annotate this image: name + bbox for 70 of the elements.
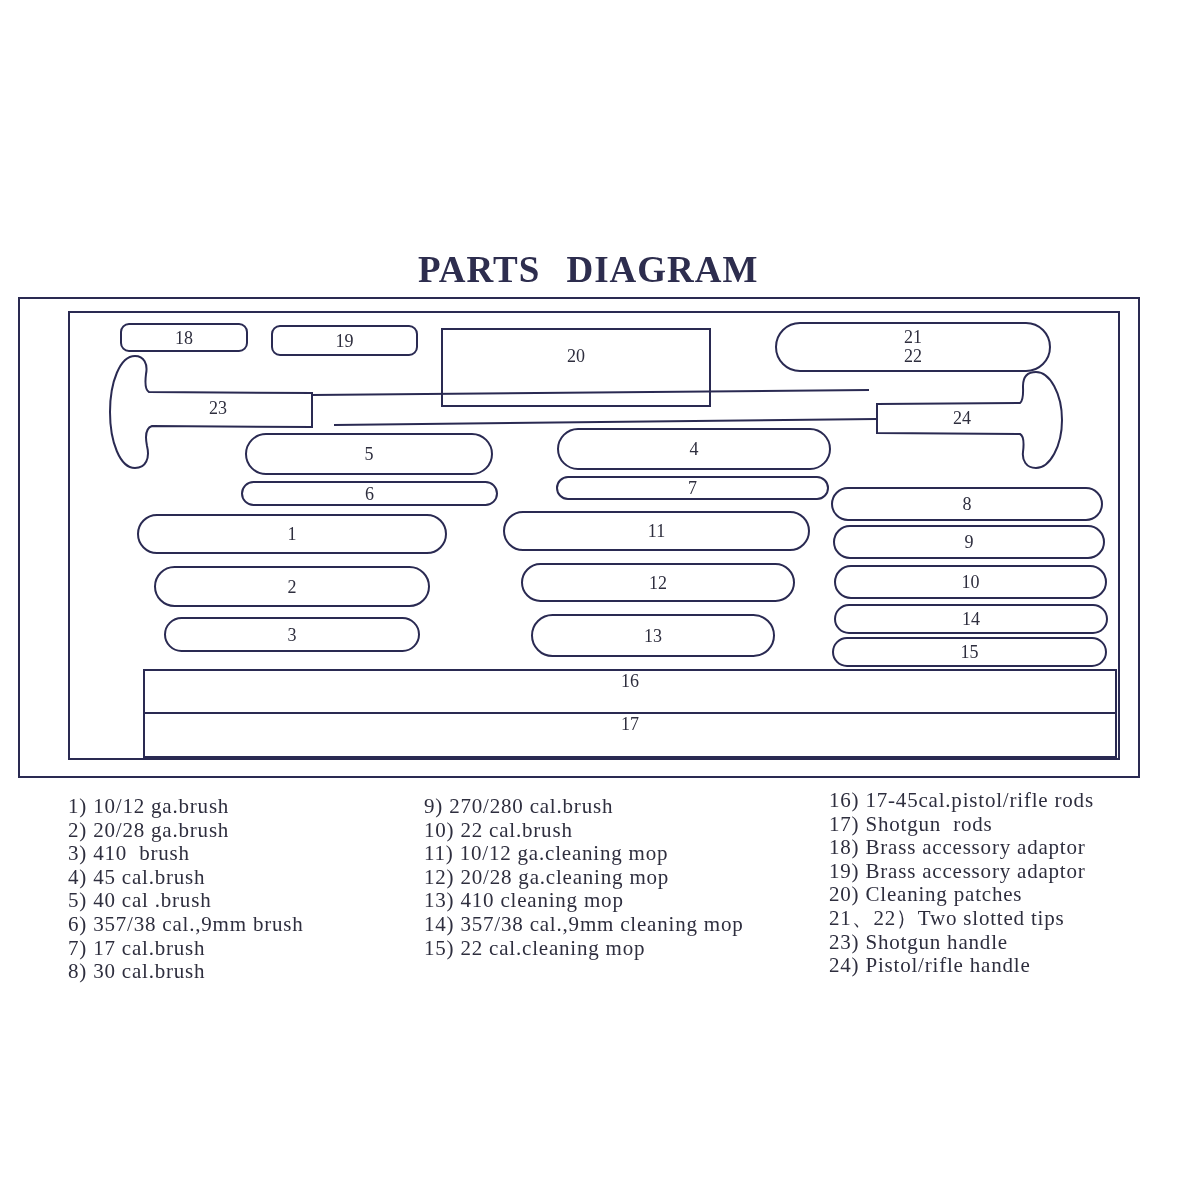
tray-slot bbox=[441, 328, 711, 407]
part-list-item: 7) 17 cal.brush bbox=[68, 936, 207, 961]
diagram-title: PARTS DIAGRAM bbox=[418, 248, 759, 292]
part-list-item: 11) 10/12 ga.cleaning mop bbox=[424, 842, 670, 866]
slot-number: 4 bbox=[689, 439, 699, 459]
part-list-item: 13) 410 cleaning mop bbox=[424, 889, 625, 913]
part-list-item: 19) Brass accessory adaptor bbox=[829, 859, 1087, 884]
tray-slot bbox=[775, 322, 1051, 372]
tray-slot bbox=[143, 669, 1117, 714]
slot-number: 18 bbox=[175, 327, 193, 348]
tray-slot bbox=[834, 604, 1108, 634]
slot-number: 19 bbox=[335, 330, 354, 351]
slot-number: 5 bbox=[364, 444, 374, 464]
tray-slot bbox=[154, 566, 430, 607]
part-list-item: 1) 10/12 ga.brush bbox=[68, 795, 231, 819]
part-list-item: 10) 22 cal.brush bbox=[424, 818, 574, 843]
part-list-item: 4) 45 cal.brush bbox=[68, 865, 207, 890]
slot-number: 1 bbox=[287, 524, 297, 544]
tray-slot bbox=[531, 614, 775, 657]
tray-slot bbox=[834, 565, 1107, 599]
part-list-item: 24) Pistol/rifle handle bbox=[829, 954, 1032, 978]
tray-slot bbox=[271, 325, 418, 356]
part-list-item: 18) Brass accessory adaptor bbox=[829, 836, 1087, 860]
part-list-item: 2) 20/28 ga.brush bbox=[68, 818, 231, 843]
tray-slot bbox=[120, 323, 248, 352]
slot-number: 3 bbox=[287, 624, 297, 645]
slot-number: 11 bbox=[647, 521, 666, 541]
part-list-item: 16) 17-45cal.pistol/rifle rods bbox=[829, 789, 1094, 813]
tray-slot bbox=[241, 481, 498, 506]
tray-slot bbox=[143, 712, 1117, 758]
slot-number: 9 bbox=[964, 532, 974, 552]
handle-slot bbox=[108, 354, 314, 470]
slot-number: 16 bbox=[621, 671, 639, 691]
part-list-item: 23) Shotgun handle bbox=[829, 930, 1009, 955]
part-list-item: 8) 30 cal.brush bbox=[68, 960, 207, 984]
tray-slot bbox=[831, 487, 1103, 521]
part-list-item: 14) 357/38 cal.,9mm cleaning mop bbox=[424, 912, 744, 937]
slot-number: 23 bbox=[209, 398, 227, 418]
slot-number: 2 bbox=[287, 576, 297, 597]
tray-slot bbox=[833, 525, 1105, 559]
slot-number: 24 bbox=[953, 408, 971, 428]
part-list-item: 3) 410 brush bbox=[68, 842, 190, 866]
part-list-item: 12) 20/28 ga.cleaning mop bbox=[424, 865, 671, 890]
tray-slot bbox=[521, 563, 795, 602]
part-list-item: 20) Cleaning patches bbox=[829, 883, 1023, 907]
slot-number: 10 bbox=[961, 572, 980, 592]
handle-slot bbox=[874, 370, 1064, 470]
slot-number: 7 bbox=[688, 478, 697, 498]
tray-slot bbox=[556, 476, 829, 500]
tray-slot bbox=[245, 433, 493, 475]
slot-number: 13 bbox=[644, 625, 662, 646]
tray-slot bbox=[164, 617, 420, 652]
tray-slot bbox=[503, 511, 810, 551]
slot-number: 6 bbox=[365, 483, 374, 504]
tray-slot bbox=[557, 428, 831, 470]
part-list-item: 17) Shotgun rods bbox=[829, 812, 993, 837]
slot-number: 21 22 bbox=[903, 328, 923, 366]
part-list-item: 21、22）Two slotted tips bbox=[829, 906, 1066, 931]
slot-number: 14 bbox=[962, 609, 980, 629]
tray-slot bbox=[137, 514, 447, 554]
part-list-item: 15) 22 cal.cleaning mop bbox=[424, 936, 646, 961]
slot-number: 20 bbox=[567, 346, 585, 366]
part-list-item: 9) 270/280 cal.brush bbox=[424, 795, 615, 819]
tray-slot bbox=[832, 637, 1107, 667]
part-list-item: 5) 40 cal .brush bbox=[68, 889, 213, 913]
slot-number: 15 bbox=[960, 642, 979, 662]
slot-number: 8 bbox=[962, 494, 972, 514]
part-list-item: 6) 357/38 cal.,9mm brush bbox=[68, 912, 304, 937]
slot-number: 12 bbox=[649, 572, 667, 593]
slot-number: 17 bbox=[621, 714, 639, 734]
